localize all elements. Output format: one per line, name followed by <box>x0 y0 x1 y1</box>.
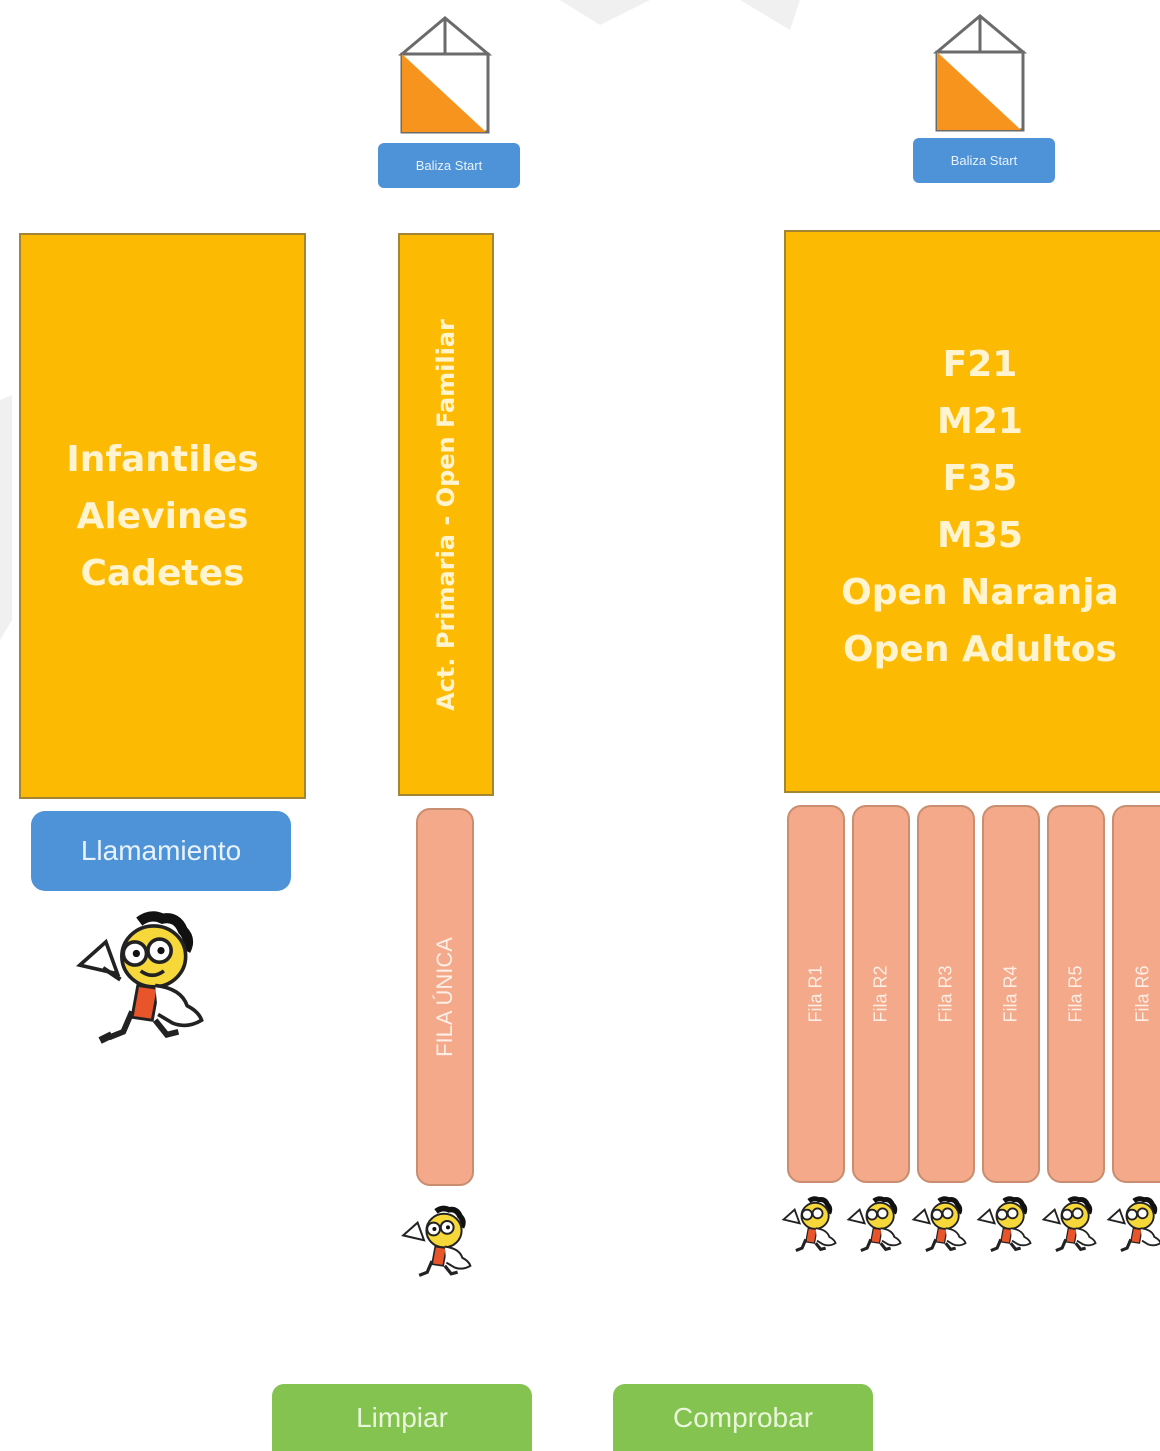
queue-label: Fila R1 <box>805 965 826 1023</box>
queue-label: Fila R5 <box>1065 965 1086 1023</box>
beacon-start-badge[interactable]: Baliza Start <box>378 143 520 188</box>
runner-mascot-icon[interactable] <box>400 1205 480 1285</box>
category-label: Cadetes <box>80 552 245 594</box>
runner-mascot-icon[interactable] <box>1041 1196 1103 1258</box>
category-label: Alevines <box>76 495 249 537</box>
queue-lane-r5[interactable]: Fila R5 <box>1047 805 1105 1183</box>
runner-mascot-icon[interactable] <box>846 1196 908 1258</box>
category-label: Open Naranja <box>841 571 1119 613</box>
queue-lane-r1[interactable]: Fila R1 <box>787 805 845 1183</box>
beacon-start-badge[interactable]: Baliza Start <box>913 138 1055 183</box>
start-flag-icon <box>933 14 1027 134</box>
category-label: M21 <box>937 400 1023 442</box>
runner-mascot-icon[interactable] <box>976 1196 1038 1258</box>
queue-lane-r6[interactable]: Fila R6 <box>1112 805 1160 1183</box>
category-label: F35 <box>942 457 1018 499</box>
clear-button[interactable]: Limpiar <box>272 1384 532 1451</box>
category-vertical-label: Act. Primaria - Open Familiar <box>432 318 460 711</box>
category-box-left: Infantiles Alevines Cadetes <box>19 233 306 799</box>
runner-mascot-icon[interactable] <box>1106 1196 1160 1258</box>
queue-label: FILA ÚNICA <box>432 937 457 1057</box>
runner-mascot-icon[interactable] <box>74 910 219 1055</box>
queue-lane-single[interactable]: FILA ÚNICA <box>416 808 474 1186</box>
category-label: M35 <box>937 514 1023 556</box>
queue-label: Fila R3 <box>935 965 956 1023</box>
queue-label: Fila R4 <box>1000 965 1021 1023</box>
category-label: Infantiles <box>66 438 259 480</box>
category-label: Open Adultos <box>843 628 1117 670</box>
queue-label: Fila R2 <box>870 965 891 1023</box>
start-flag-icon <box>398 16 492 136</box>
category-box-right: F21 M21 F35 M35 Open Naranja Open Adulto… <box>784 230 1160 793</box>
runner-mascot-icon[interactable] <box>781 1196 843 1258</box>
check-button[interactable]: Comprobar <box>613 1384 873 1451</box>
queue-lane-r2[interactable]: Fila R2 <box>852 805 910 1183</box>
call-button[interactable]: Llamamiento <box>31 811 291 891</box>
runner-mascot-icon[interactable] <box>911 1196 973 1258</box>
category-label: F21 <box>942 343 1018 385</box>
category-box-middle: Act. Primaria - Open Familiar <box>398 233 494 796</box>
queue-lane-r3[interactable]: Fila R3 <box>917 805 975 1183</box>
queue-lane-r4[interactable]: Fila R4 <box>982 805 1040 1183</box>
queue-label: Fila R6 <box>1132 965 1153 1023</box>
